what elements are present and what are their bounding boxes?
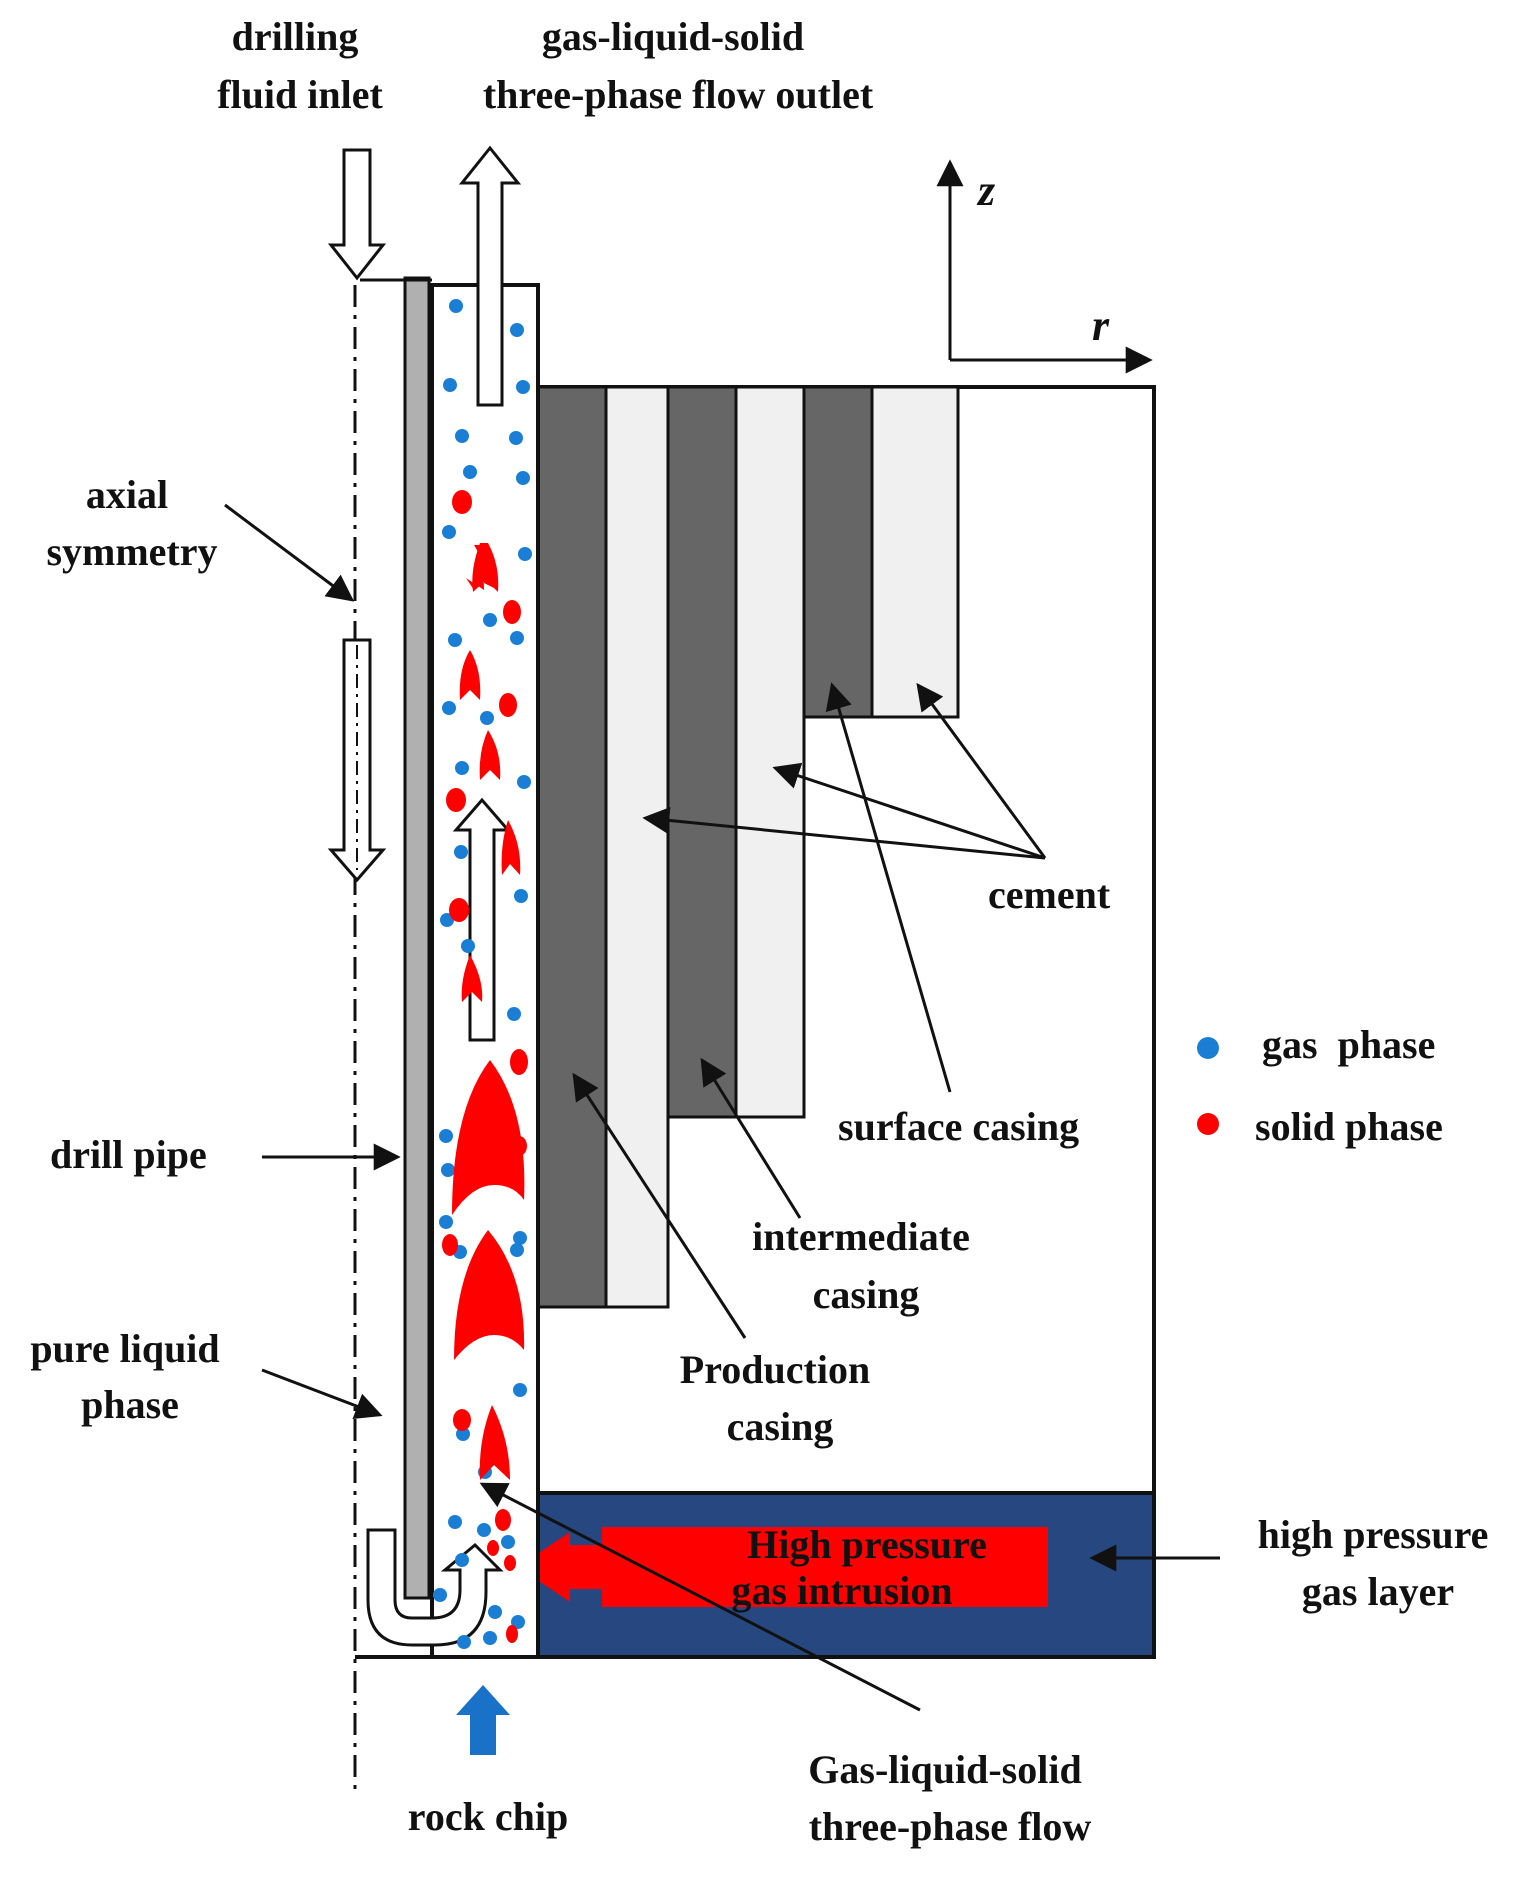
outlet-arrow (458, 145, 522, 407)
drill-pipe (403, 276, 431, 1600)
coordinate-axes (936, 159, 1153, 374)
axis-r-label: r (1092, 301, 1110, 350)
production-cement-layer (604, 385, 670, 1309)
three-phase-outlet-label: gas-liquid-solid three-phase flow outlet (483, 14, 874, 117)
intermediate-cement-layer (734, 385, 806, 1119)
surface-casing-wall (802, 385, 874, 719)
surface-cement-layer (870, 385, 960, 719)
intermediate-casing-label: intermediate casing (752, 1214, 980, 1317)
axial-symmetry-label: axial symmetry (46, 472, 217, 574)
pure-liquid-phase-label: pure liquid phase (30, 1326, 229, 1427)
pipe-flow-arrow (327, 638, 387, 883)
surface-casing-label: surface casing (838, 1104, 1079, 1149)
intermediate-casing-wall (666, 385, 738, 1119)
gas-intrusion-band (602, 1527, 1048, 1607)
drill-pipe-label: drill pipe (50, 1132, 207, 1177)
legend: gas phase solid phase (1197, 1022, 1443, 1149)
rock-chip-arrow (456, 1685, 510, 1755)
solid-particles (442, 490, 528, 1643)
leader-arrows (224, 503, 1220, 1712)
rock-chip-label: rock chip (408, 1794, 568, 1839)
drilling-fluid-inlet-label: drilling fluid inlet (217, 14, 383, 117)
cement-label: cement (988, 872, 1111, 917)
legend-gas-marker (1197, 1037, 1219, 1059)
gas-intrusion-arrow (518, 1532, 610, 1602)
legend-solid-marker (1197, 1113, 1219, 1135)
legend-solid-label: solid phase (1255, 1104, 1443, 1149)
inlet-arrow (327, 148, 387, 281)
gas-bubbles (433, 299, 532, 1649)
three-phase-flow-label: Gas-liquid-solid three-phase flow (808, 1747, 1091, 1849)
legend-gas-label: gas phase (1262, 1022, 1435, 1067)
gas-intrusion-label: High pressure gas intrusion (731, 1522, 996, 1613)
high-pressure-gas-layer-label: high pressure gas layer (1258, 1512, 1499, 1614)
axis-z-label: z (976, 166, 995, 215)
annulus-flow-arrow (452, 797, 512, 1042)
production-casing-label: Production casing (680, 1347, 880, 1449)
production-casing-wall (536, 385, 608, 1309)
